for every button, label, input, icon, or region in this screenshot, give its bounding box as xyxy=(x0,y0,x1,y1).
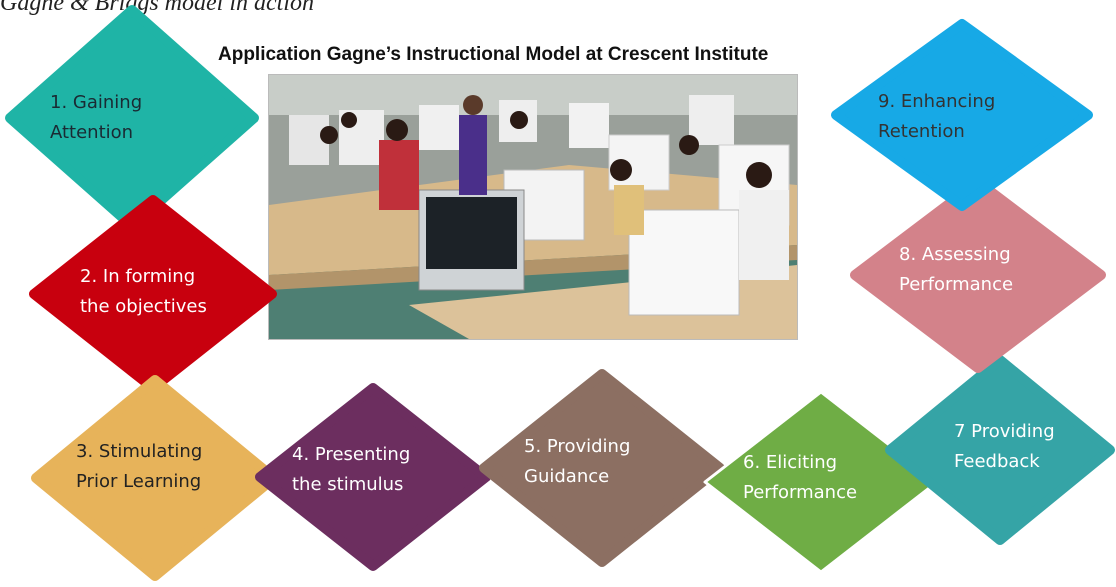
classroom-photo xyxy=(268,74,798,340)
diagram-title: Application Gagne’s Instructional Model … xyxy=(218,44,769,65)
figure-caption: Gagne & Briggs model in action xyxy=(0,0,314,16)
